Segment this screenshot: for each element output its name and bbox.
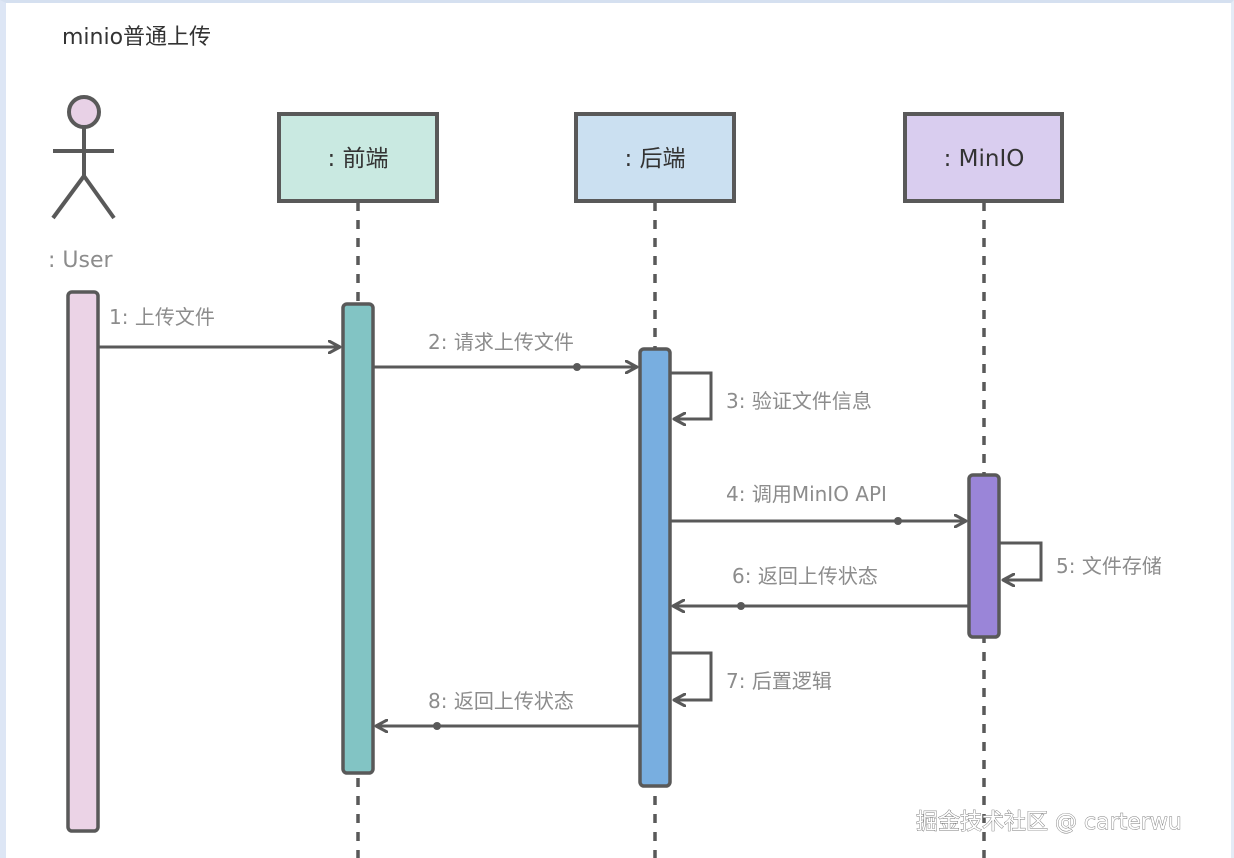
lifeline-backend: : 后端: [574, 112, 736, 203]
message-7: 7: 后置逻辑: [671, 651, 832, 700]
actor-label: : User: [48, 248, 114, 273]
actor-head: [67, 95, 101, 129]
message-2-label: 2: 请求上传文件: [428, 330, 574, 354]
activation-bar-minio: [967, 473, 1001, 639]
lifeline-box-minio: [903, 112, 1064, 203]
message-6-dot: [737, 602, 745, 610]
message-2: 2: 请求上传文件: [374, 330, 637, 371]
lifeline-label-frontend: : 前端: [327, 146, 388, 172]
lifeline-label-minio: : MinIO: [944, 146, 1025, 172]
message-8-dot: [433, 722, 441, 730]
message-1-label: 1: 上传文件: [109, 305, 215, 329]
lifeline-minio: : MinIO: [903, 112, 1064, 203]
actor-stick-figure-icon: [51, 95, 116, 220]
message-7-label: 7: 后置逻辑: [726, 669, 832, 693]
message-8: 8: 返回上传状态: [376, 689, 639, 730]
diagram-title: minio普通上传: [62, 25, 211, 50]
lifeline-label-backend: : 后端: [624, 146, 685, 172]
lifeline-box-backend: [574, 112, 736, 203]
actor-left-leg: [51, 174, 86, 220]
message-4-dot: [894, 517, 902, 525]
message-4: 4: 调用MinIO API: [671, 482, 966, 525]
activation-bar-frontend: [341, 302, 375, 775]
message-1: 1: 上传文件: [99, 305, 340, 347]
message-5-label: 5: 文件存储: [1056, 554, 1162, 578]
activation-bar-backend: [638, 347, 672, 788]
actor-right-leg: [82, 174, 116, 220]
message-5-arrow: [1000, 541, 1043, 580]
lifeline-box-frontend: [277, 112, 439, 203]
lifeline-frontend: : 前端: [277, 112, 439, 203]
message-3: 3: 验证文件信息: [671, 371, 872, 419]
actor-user: : User: [48, 95, 116, 273]
message-3-arrow: [671, 371, 713, 419]
activation-bar-user: [66, 290, 100, 833]
message-3-label: 3: 验证文件信息: [726, 389, 872, 413]
watermark: 掘金技术社区 @ carterwu: [916, 810, 1182, 835]
message-6-label: 6: 返回上传状态: [732, 564, 878, 588]
message-2-dot: [573, 363, 581, 371]
message-7-arrow: [671, 651, 713, 700]
message-6: 6: 返回上传状态: [673, 564, 968, 610]
message-4-label: 4: 调用MinIO API: [726, 482, 887, 506]
message-8-label: 8: 返回上传状态: [428, 689, 574, 713]
message-5: 5: 文件存储: [1000, 541, 1162, 580]
